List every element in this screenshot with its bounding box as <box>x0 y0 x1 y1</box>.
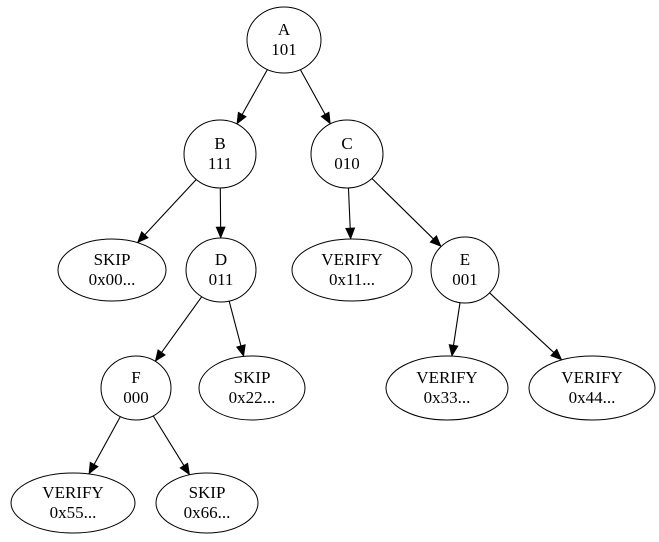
arrowhead-icon <box>88 461 99 475</box>
arrowhead-icon <box>550 348 563 361</box>
node-label-top: C <box>341 134 352 153</box>
node-label-top: VERIFY <box>561 368 622 387</box>
arrowhead-icon <box>236 111 247 125</box>
node-label-bottom: 101 <box>271 40 297 59</box>
arrowhead-icon <box>429 234 442 248</box>
node-label-bottom: 001 <box>452 270 478 289</box>
arrowhead-icon <box>154 349 166 362</box>
arrowhead-icon <box>320 111 331 125</box>
node-label-top: F <box>131 368 140 387</box>
node-shape-circle <box>185 237 257 303</box>
node-shape-ellipse <box>198 355 306 421</box>
arrowhead-icon <box>235 344 246 358</box>
node-skip-66[interactable]: SKIP0x66... <box>155 472 259 534</box>
node-shape-ellipse <box>10 472 136 534</box>
node-shape-ellipse <box>291 238 413 302</box>
edge-line-e-to-verify_33 <box>452 302 461 346</box>
node-verify-33[interactable]: VERIFY0x33... <box>385 355 509 421</box>
node-label-top: VERIFY <box>416 368 477 387</box>
nodes-layer: A101B111C010SKIP0x00...D011VERIFY0x11...… <box>10 6 656 534</box>
node-label-bottom: 0x55... <box>50 503 97 522</box>
node-shape-circle <box>100 355 172 421</box>
node-label-bottom: 0x44... <box>569 388 616 407</box>
node-shape-ellipse <box>155 472 259 534</box>
node-label-bottom: 010 <box>334 154 360 173</box>
node-shape-ellipse <box>528 355 656 421</box>
node-label-top: SKIP <box>94 250 131 269</box>
arrowhead-icon <box>215 226 226 239</box>
node-verify-11[interactable]: VERIFY0x11... <box>291 238 413 302</box>
node-shape-circle <box>183 119 257 189</box>
node-label-top: A <box>278 20 291 39</box>
node-label-top: D <box>215 250 227 269</box>
edge-line-b-to-skip_00 <box>144 179 197 235</box>
edge-line-a-to-b <box>241 69 268 115</box>
arrowhead-icon <box>345 227 356 240</box>
node-label-bottom: 0x66... <box>184 503 231 522</box>
edge-line-c-to-verify_11 <box>347 187 351 229</box>
edge-line-d-to-skip_22 <box>228 300 242 346</box>
edge-line-c-to-e <box>371 178 434 240</box>
node-shape-circle <box>430 236 500 304</box>
node-label-bottom: 0x11... <box>329 270 375 289</box>
node-label-top: SKIP <box>189 483 226 502</box>
edge-line-f-to-verify_55 <box>93 416 121 465</box>
arrowhead-icon <box>179 462 190 476</box>
node-verify-55[interactable]: VERIFY0x55... <box>10 472 136 534</box>
edge-line-e-to-verify_44 <box>489 292 555 353</box>
node-label-top: E <box>460 250 470 269</box>
node-label-top: VERIFY <box>42 483 103 502</box>
node-skip-00[interactable]: SKIP0x00... <box>57 238 167 302</box>
node-label-bottom: 0x22... <box>229 388 276 407</box>
node-shape-circle <box>246 6 322 74</box>
node-label-bottom: 0x00... <box>89 270 136 289</box>
edges-layer <box>88 69 563 476</box>
arrowhead-icon <box>136 230 149 244</box>
node-shape-circle <box>310 119 384 189</box>
node-shape-ellipse <box>57 238 167 302</box>
node-label-bottom: 011 <box>209 270 234 289</box>
edge-line-f-to-skip_66 <box>152 415 185 466</box>
node-skip-22[interactable]: SKIP0x22... <box>198 355 306 421</box>
node-label-top: SKIP <box>234 368 271 387</box>
arrowhead-icon <box>448 344 459 357</box>
node-verify-44[interactable]: VERIFY0x44... <box>528 355 656 421</box>
node-label-bottom: 0x33... <box>424 388 471 407</box>
node-label-bottom: 000 <box>123 388 149 407</box>
node-shape-ellipse <box>385 355 509 421</box>
node-label-top: B <box>214 134 225 153</box>
edge-line-a-to-c <box>299 69 326 115</box>
node-label-bottom: 111 <box>208 154 232 173</box>
node-label-top: VERIFY <box>321 250 382 269</box>
edge-line-d-to-f <box>161 296 203 353</box>
